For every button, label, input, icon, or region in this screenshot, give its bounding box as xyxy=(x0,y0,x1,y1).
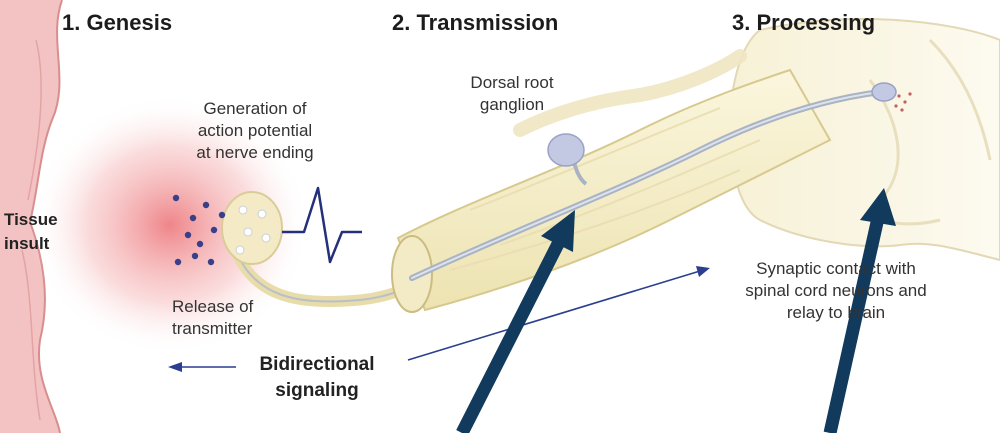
stage-title-processing: 3. Processing xyxy=(732,10,875,36)
synaptic-contact-label: Synaptic contact with spinal cord neuron… xyxy=(716,258,956,324)
dorsal-root-ganglion-label: Dorsal root ganglion xyxy=(452,72,572,116)
dorsal-root-ganglion-cell xyxy=(548,134,584,166)
stage-title-transmission: 2. Transmission xyxy=(392,10,558,36)
bidirectional-label: Bidirectional signaling xyxy=(242,352,392,404)
release-label: Release of transmitter xyxy=(172,296,253,340)
stage-title-genesis: 1. Genesis xyxy=(62,10,172,36)
tissue-insult-label: Tissue insult xyxy=(4,208,58,256)
generation-label: Generation of action potential at nerve … xyxy=(170,98,340,164)
nerve-ending xyxy=(222,192,282,264)
synaptic-terminal xyxy=(872,83,896,101)
